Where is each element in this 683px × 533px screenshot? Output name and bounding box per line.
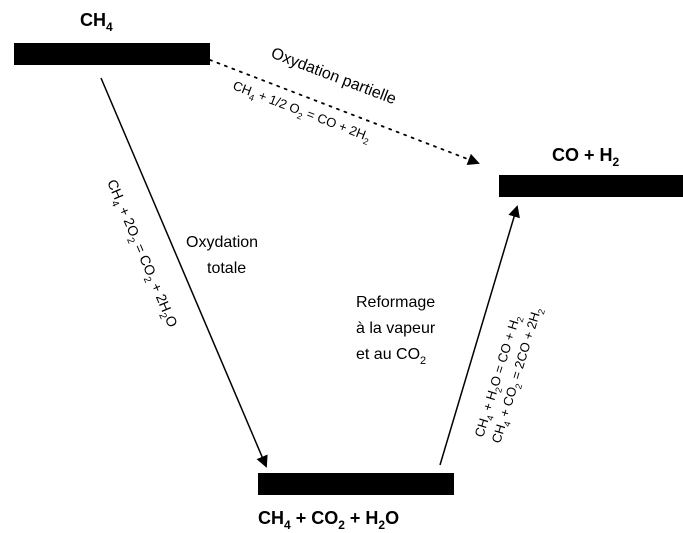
ch4-level-bar xyxy=(14,43,210,65)
products-node-label: CH4 + CO2 + H2O xyxy=(258,508,399,532)
co-h2-level-bar xyxy=(499,175,683,197)
total-oxidation-title-line2: totale xyxy=(207,260,246,277)
reforming-title-line2: à la vapeur xyxy=(356,320,436,337)
co-h2-node-label: CO + H2 xyxy=(552,145,620,169)
ch4-node-label: CH4 xyxy=(80,10,113,34)
total-oxidation-equation: CH4 + 2O2 = CO2 + 2H2O xyxy=(101,177,182,331)
partial-oxidation-arrow xyxy=(209,59,480,166)
products-level-bar xyxy=(258,473,454,495)
reforming-title-line3: et au CO2 xyxy=(356,346,426,367)
reforming-arrow xyxy=(439,205,520,466)
total-oxidation-title-line1: Oxydation xyxy=(186,234,258,251)
reforming-title-line1: Reformage xyxy=(356,294,435,311)
total-oxidation-arrow xyxy=(100,77,268,468)
